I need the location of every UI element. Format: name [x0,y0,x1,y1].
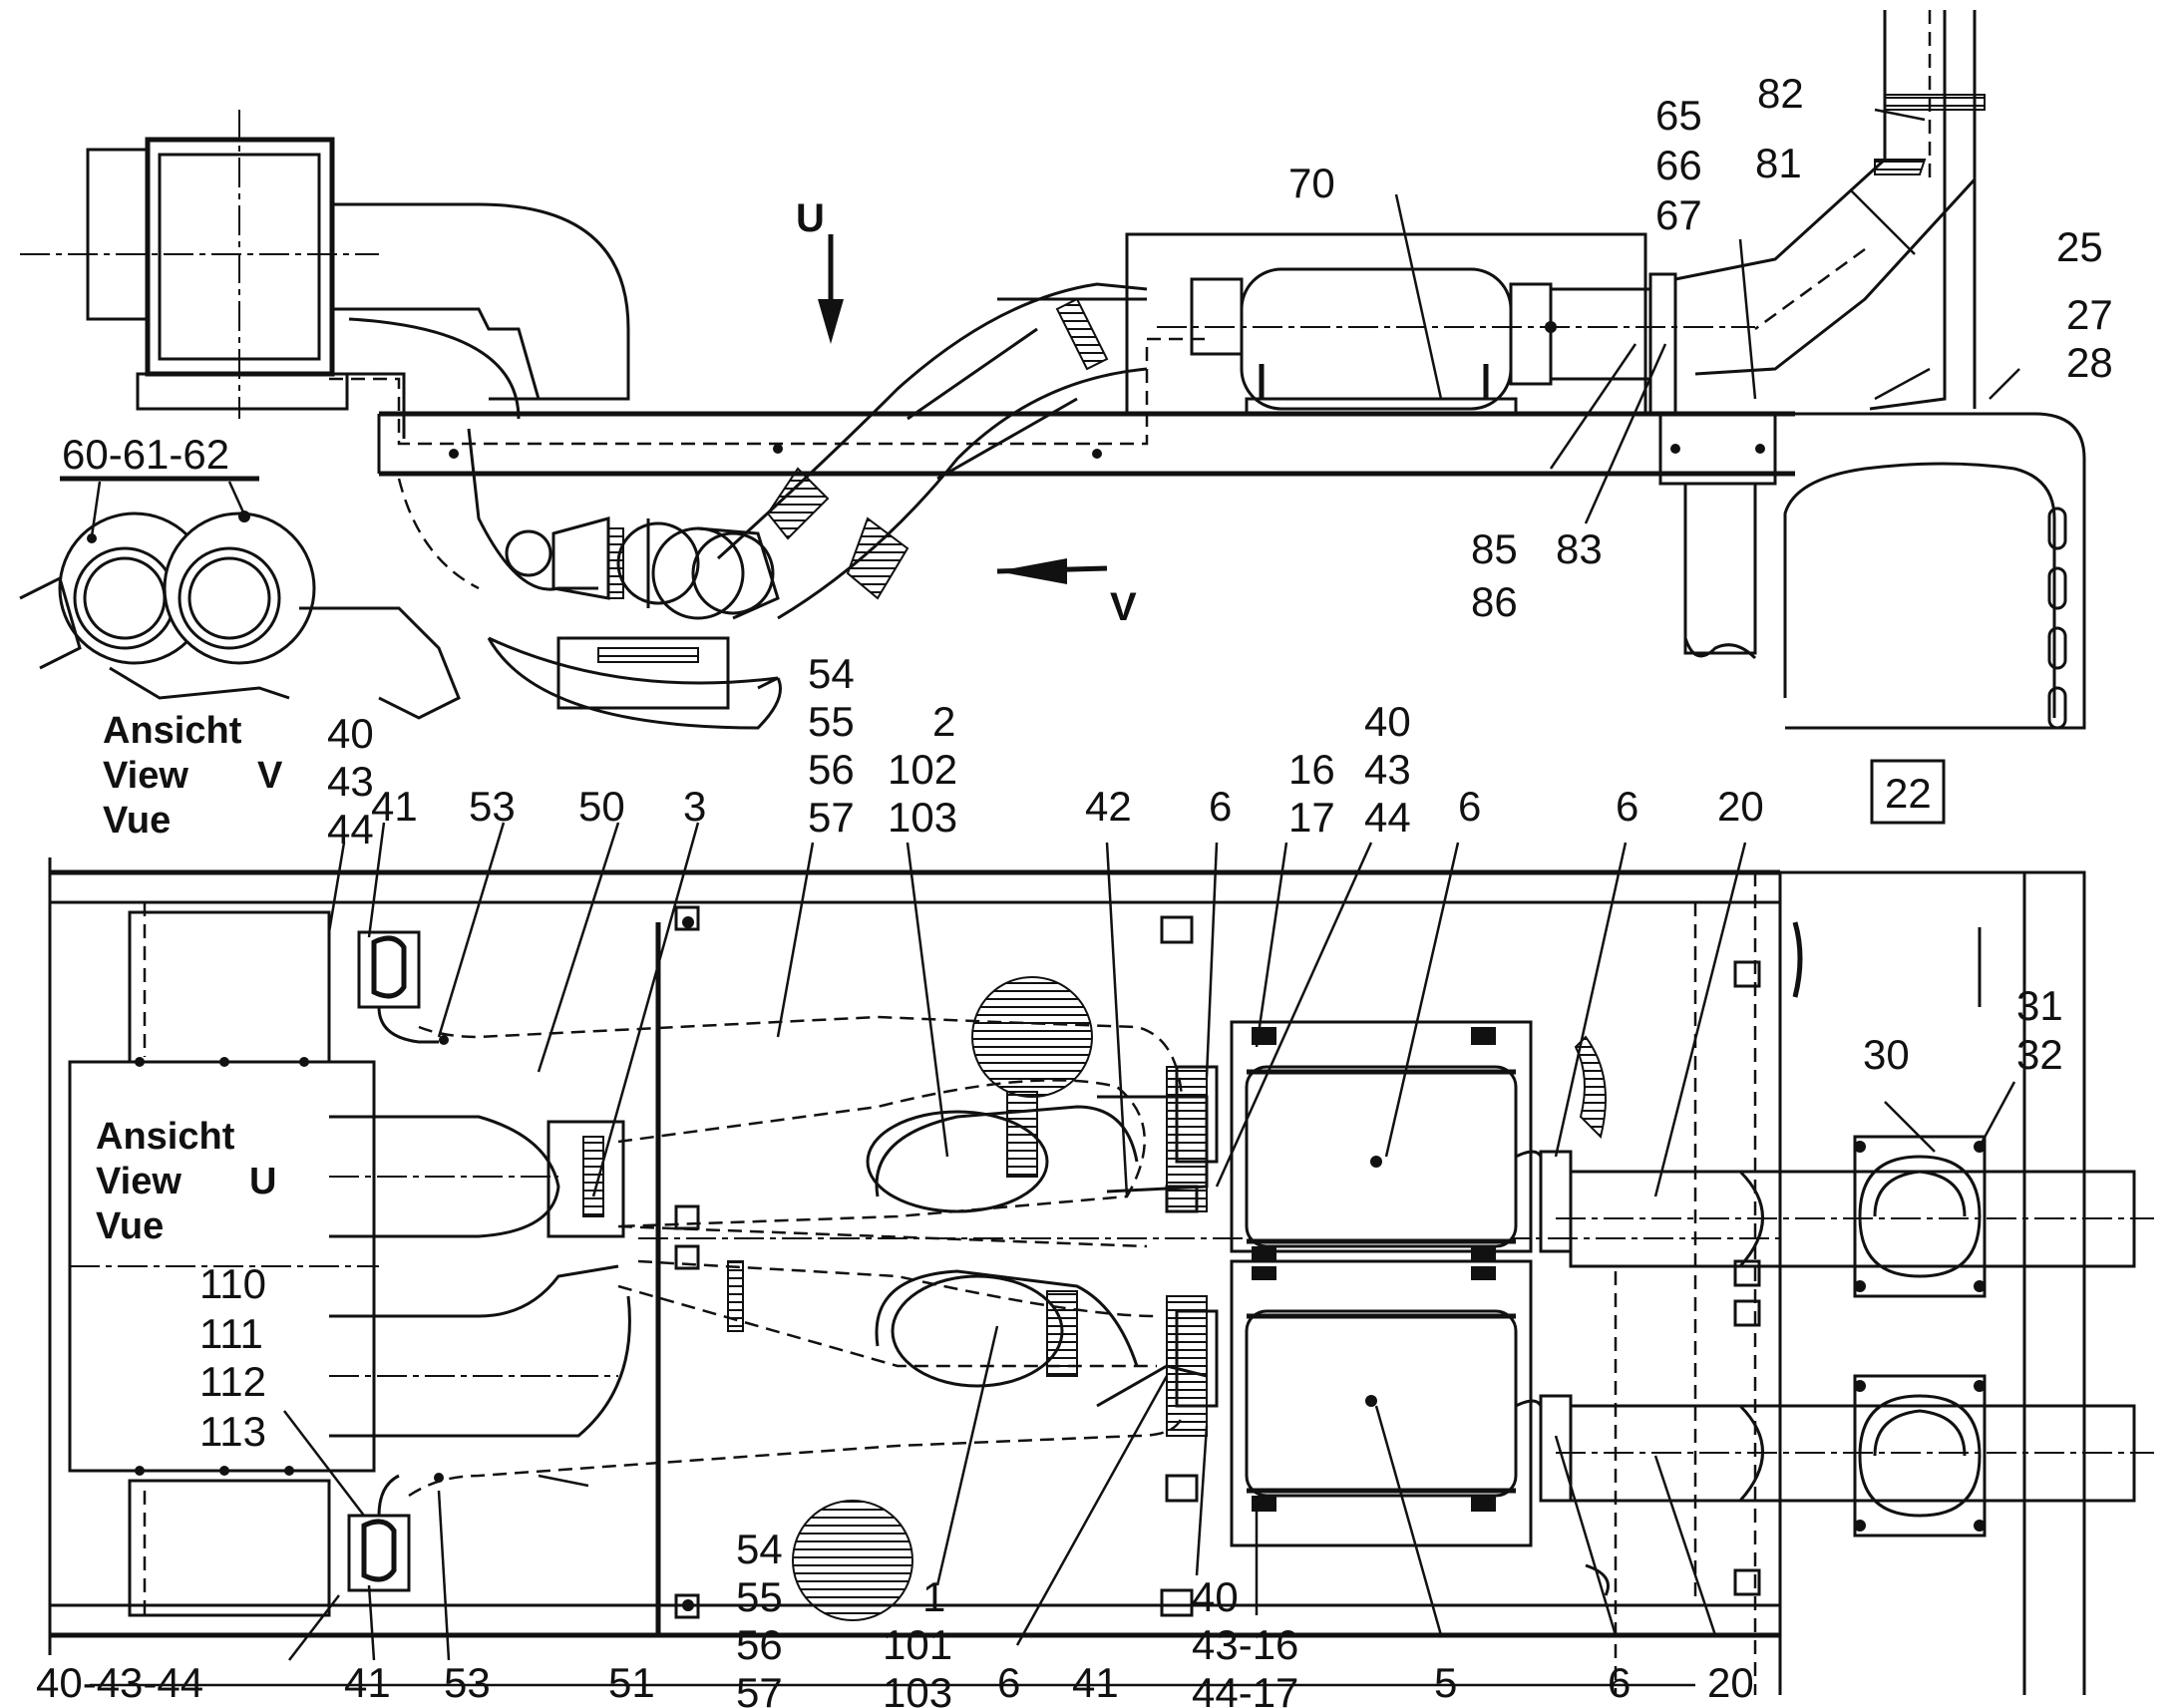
callout-55-top: 55 [808,698,855,745]
callout-110: 110 [199,1260,266,1307]
callout-6-a: 6 [1209,783,1232,830]
callout-2: 2 [932,698,955,745]
callout-57-top: 57 [808,794,855,841]
sheet-number: 22 [1885,770,1932,817]
exhaust-stack-side [1674,10,1986,376]
callout-43-left: 43 [327,758,374,805]
callout-40-bottom: 40 [1192,1573,1239,1620]
muffler-upper [1175,1020,1533,1260]
callout-50: 50 [578,783,625,830]
callout-86: 86 [1471,578,1518,625]
cab-fender [1783,10,2086,730]
leader-lines-top [1394,108,2020,524]
clamp-upper [1853,1135,1987,1298]
callout-102: 102 [888,746,957,793]
callout-83: 83 [1556,525,1603,572]
view-v-title-line3: Vue [103,800,171,842]
callout-57-bottom: 57 [736,1669,783,1708]
callout-67: 67 [1655,191,1702,238]
callout-103-top: 103 [888,794,957,841]
view-u-arrow [818,234,844,344]
view-u-title-line3: Vue [96,1205,164,1247]
callout-113: 113 [199,1408,266,1455]
clamp-lower [1853,1374,1987,1537]
callout-17-top: 17 [1288,794,1335,841]
callout-44-left: 44 [327,806,374,853]
callout-16-top: 16 [1288,746,1335,793]
callout-82: 82 [1757,70,1804,117]
callout-41-bottom: 41 [344,1659,391,1706]
arrow-label-v: V [1110,585,1137,629]
callout-54-top: 54 [808,650,855,697]
callout-20-bottom: 20 [1707,1659,1754,1706]
callout-43-mid: 43 [1364,746,1411,793]
callout-28: 28 [2066,339,2113,386]
callout-3: 3 [683,783,706,830]
callout-44-17: 44-17 [1192,1669,1298,1708]
callout-51: 51 [608,1659,655,1706]
callout-54-bottom: 54 [736,1526,783,1572]
callout-1: 1 [922,1573,945,1620]
muffler-lower [1175,1259,1533,1547]
callout-6-bottom-b: 6 [1608,1659,1631,1706]
view-u-letter: U [249,1161,276,1202]
callout-111: 111 [199,1310,263,1357]
callout-65: 65 [1655,92,1702,139]
callout-6-b: 6 [1458,783,1481,830]
callout-6-bottom-a: 6 [997,1659,1020,1706]
callout-20-top: 20 [1717,783,1764,830]
callout-101: 101 [883,1621,952,1668]
view-v-arrow [996,558,1108,584]
arrow-label-u: U [796,196,825,240]
callout-53-bottom: 53 [444,1659,491,1706]
turbocharger-area [397,428,782,730]
callout-31: 31 [2016,982,2063,1029]
callout-40-mid: 40 [1364,698,1411,745]
callout-81: 81 [1755,140,1802,186]
callout-25: 25 [2056,223,2103,270]
leader-lines-plan [90,822,2016,1687]
view-u-title-line2: View [96,1161,182,1202]
callout-112: 112 [199,1358,266,1405]
callout-70: 70 [1288,160,1335,206]
callout-56-top: 56 [808,746,855,793]
callout-56-bottom: 56 [736,1621,783,1668]
callout-27: 27 [2066,291,2113,338]
callout-44-mid: 44 [1364,794,1411,841]
exhaust-intake-pipe [716,282,1148,620]
callout-6-c: 6 [1616,783,1638,830]
callout-41-top: 41 [371,783,418,830]
callout-40-left: 40 [327,710,374,757]
callout-30: 30 [1863,1031,1910,1078]
callout-66: 66 [1655,142,1702,188]
callout-5: 5 [1434,1659,1457,1706]
callout-40-43-44: 40-43-44 [36,1659,203,1706]
muffler-side [1125,232,1755,416]
callout-55-bottom: 55 [736,1573,783,1620]
callout-32: 32 [2016,1031,2063,1078]
callout-41-bottom-b: 41 [1072,1659,1119,1706]
frame-bracket [1658,412,1777,660]
callout-60-61-62: 60-61-62 [62,431,229,478]
side-view [20,10,2086,730]
callout-53-top: 53 [469,783,516,830]
callout-103-bottom: 103 [883,1669,952,1708]
view-v-title-line1: Ansicht [103,710,242,752]
callout-43-16: 43-16 [1192,1621,1298,1668]
view-v-letter: V [257,755,283,797]
view-v-title-line2: View [103,755,188,797]
callout-42: 42 [1085,783,1132,830]
view-u-title-line1: Ansicht [96,1116,235,1158]
sheet-number-box [1870,759,1946,825]
callout-85: 85 [1471,525,1518,572]
view-v-turbos [19,476,461,720]
air-filter-housing [20,110,630,420]
plan-view [48,822,2154,1695]
